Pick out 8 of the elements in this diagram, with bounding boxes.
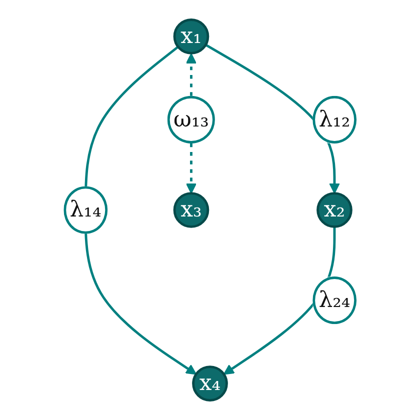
edge-label: λ₁₂ — [318, 106, 350, 132]
edge-label: λ₂₄ — [318, 288, 350, 314]
node-circle: x₃ — [173, 192, 210, 228]
node-circle: x₁ — [173, 18, 210, 54]
node-circle: x₂ — [316, 192, 352, 228]
edge-label: ω₁₃ — [173, 106, 209, 132]
edge-label: λ₁₄ — [70, 197, 102, 223]
node-circle: x₄ — [192, 366, 228, 402]
